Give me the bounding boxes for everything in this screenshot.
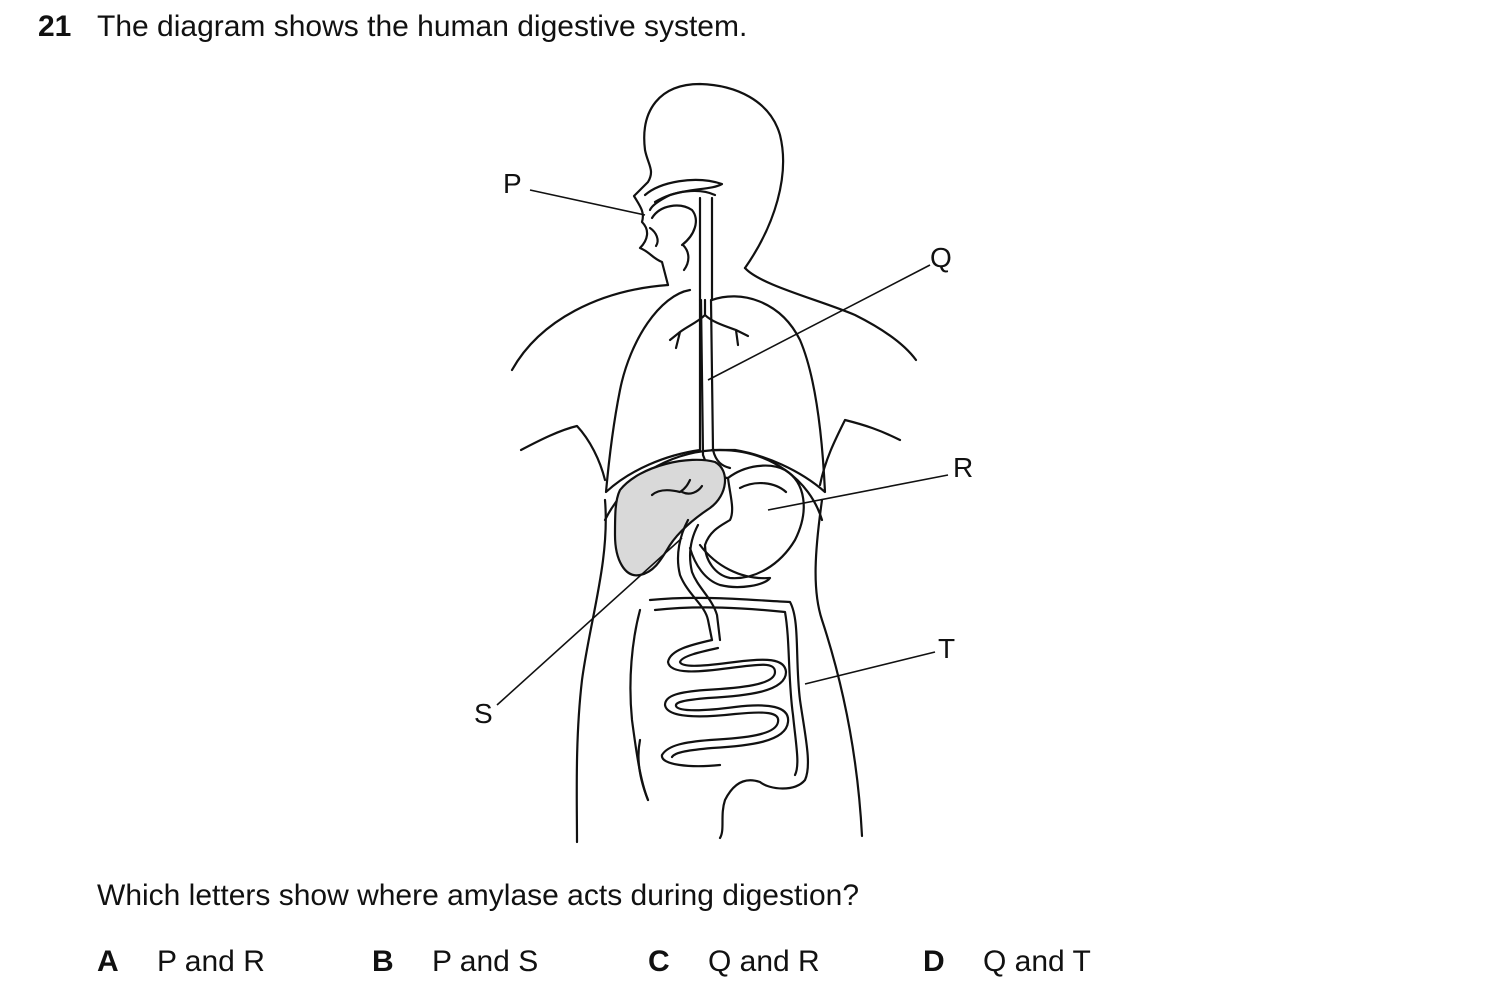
right-shoulder [743,266,918,362]
label-p: P [503,168,522,199]
option-c[interactable]: C Q and R [648,945,820,979]
option-d[interactable]: D Q and T [923,945,1091,979]
question-prompt: Which letters show where amylase acts du… [97,879,860,912]
option-text: Q and T [983,945,1091,978]
right-arm-body [818,418,902,487]
duodenum [676,518,714,642]
left-shoulder [510,283,670,372]
torso-right-side [814,498,864,838]
large-intestine [648,596,810,840]
option-letter: C [648,945,670,978]
head-outline [632,82,785,287]
left-lung [604,288,702,494]
option-letter: D [923,945,945,978]
stomach [703,464,805,580]
option-letter: B [372,945,394,978]
right-lung [710,295,827,494]
leader-line-t [804,651,936,685]
small-intestine [660,638,780,768]
label-s: S [474,698,493,729]
label-q: Q [930,242,952,273]
leader-line-p [529,189,646,216]
option-text: P and S [432,945,539,978]
option-text: P and R [157,945,265,978]
left-arm-body [519,424,607,482]
tongue [650,204,697,247]
leader-line-q [707,264,931,381]
torso-left-side [575,498,607,844]
nasal-cavity [643,178,724,212]
option-b[interactable]: B P and S [372,945,538,979]
label-t: T [938,633,955,664]
question-number: 21 [38,10,72,43]
label-r: R [953,452,973,483]
question-stem: The diagram shows the human digestive sy… [97,10,748,43]
option-letter: A [97,945,119,978]
option-a[interactable]: A P and R [97,945,265,979]
pancreas [688,543,772,589]
liver [613,458,727,577]
gall-bladder [650,478,704,497]
epiglottis [681,243,690,272]
leader-line-r [767,474,949,511]
trachea [668,298,750,350]
option-text: Q and R [708,945,820,978]
leader-line-s [496,537,683,706]
